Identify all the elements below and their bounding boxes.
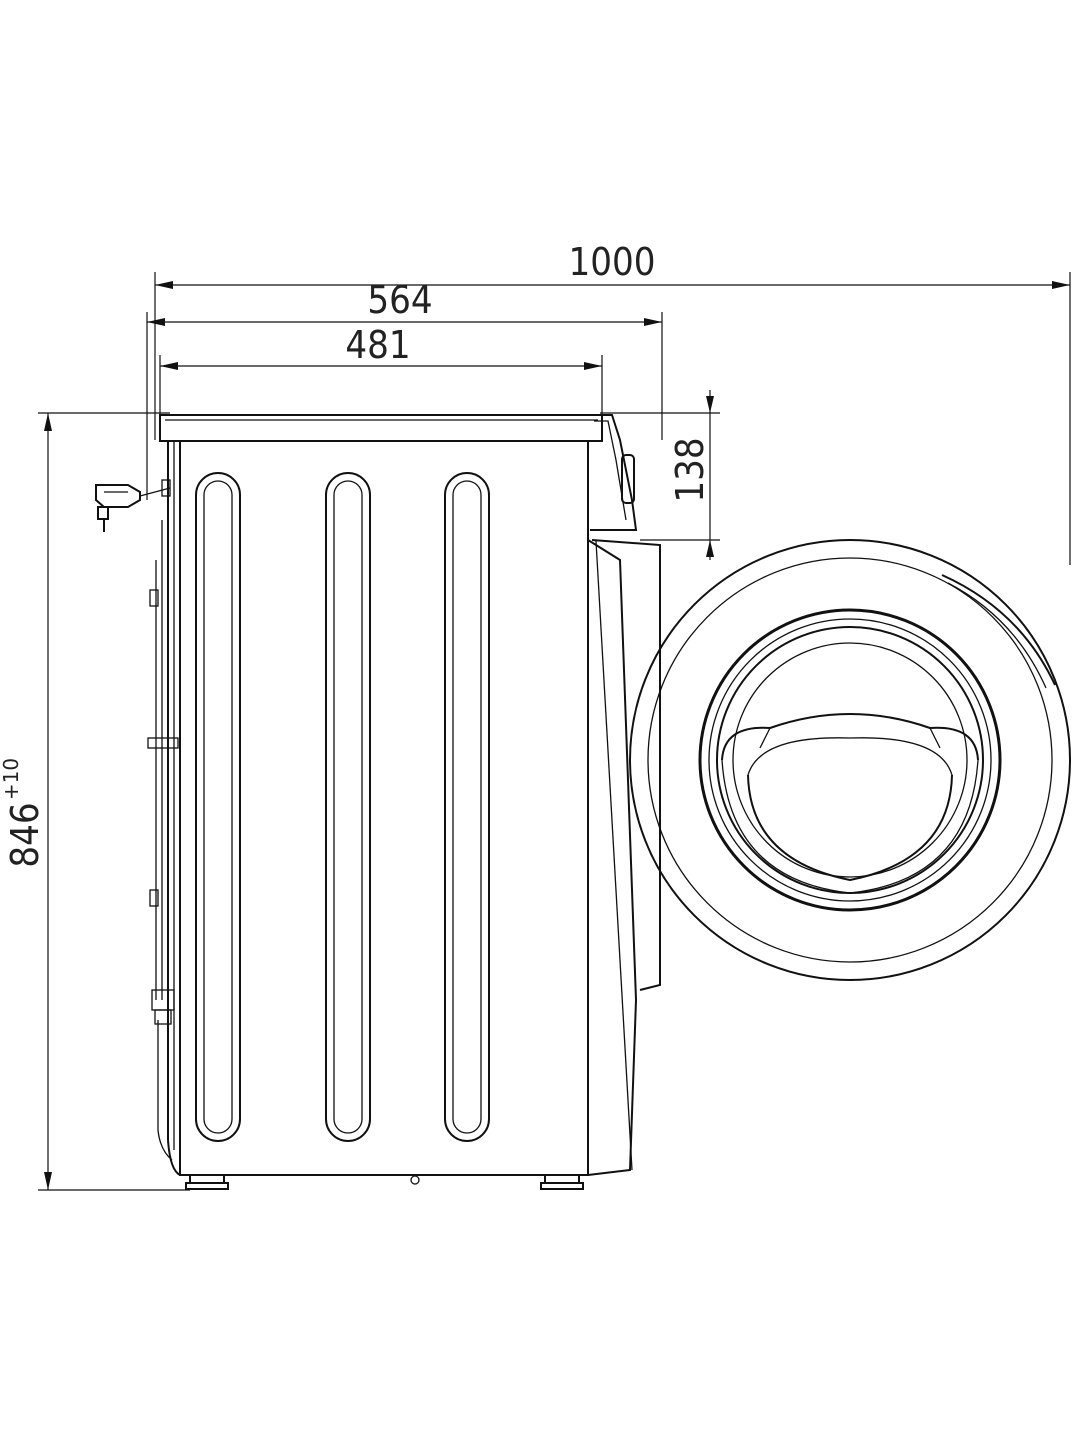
dimension-body-depth: 481 <box>159 323 603 415</box>
dimension-label-1000: 1000 <box>569 240 656 284</box>
dimension-door-thickness: 138 <box>600 390 720 560</box>
dimension-label-846: 846 <box>3 802 47 867</box>
machine-body <box>147 414 603 1190</box>
dimension-label-564: 564 <box>367 278 432 322</box>
dimension-outer-depth: 564 <box>146 278 663 500</box>
dimension-tolerance: +10 <box>0 758 23 800</box>
dimension-height: 846 +10 <box>0 412 190 1191</box>
front-profile <box>587 414 661 1176</box>
dimension-total-depth: 1000 <box>154 240 1071 565</box>
dimension-label-138: 138 <box>668 437 712 502</box>
side-panel-grooves <box>195 472 490 1142</box>
dimension-label-481: 481 <box>345 323 410 367</box>
door-front-view <box>629 539 1071 981</box>
power-plug-icon <box>95 479 171 532</box>
